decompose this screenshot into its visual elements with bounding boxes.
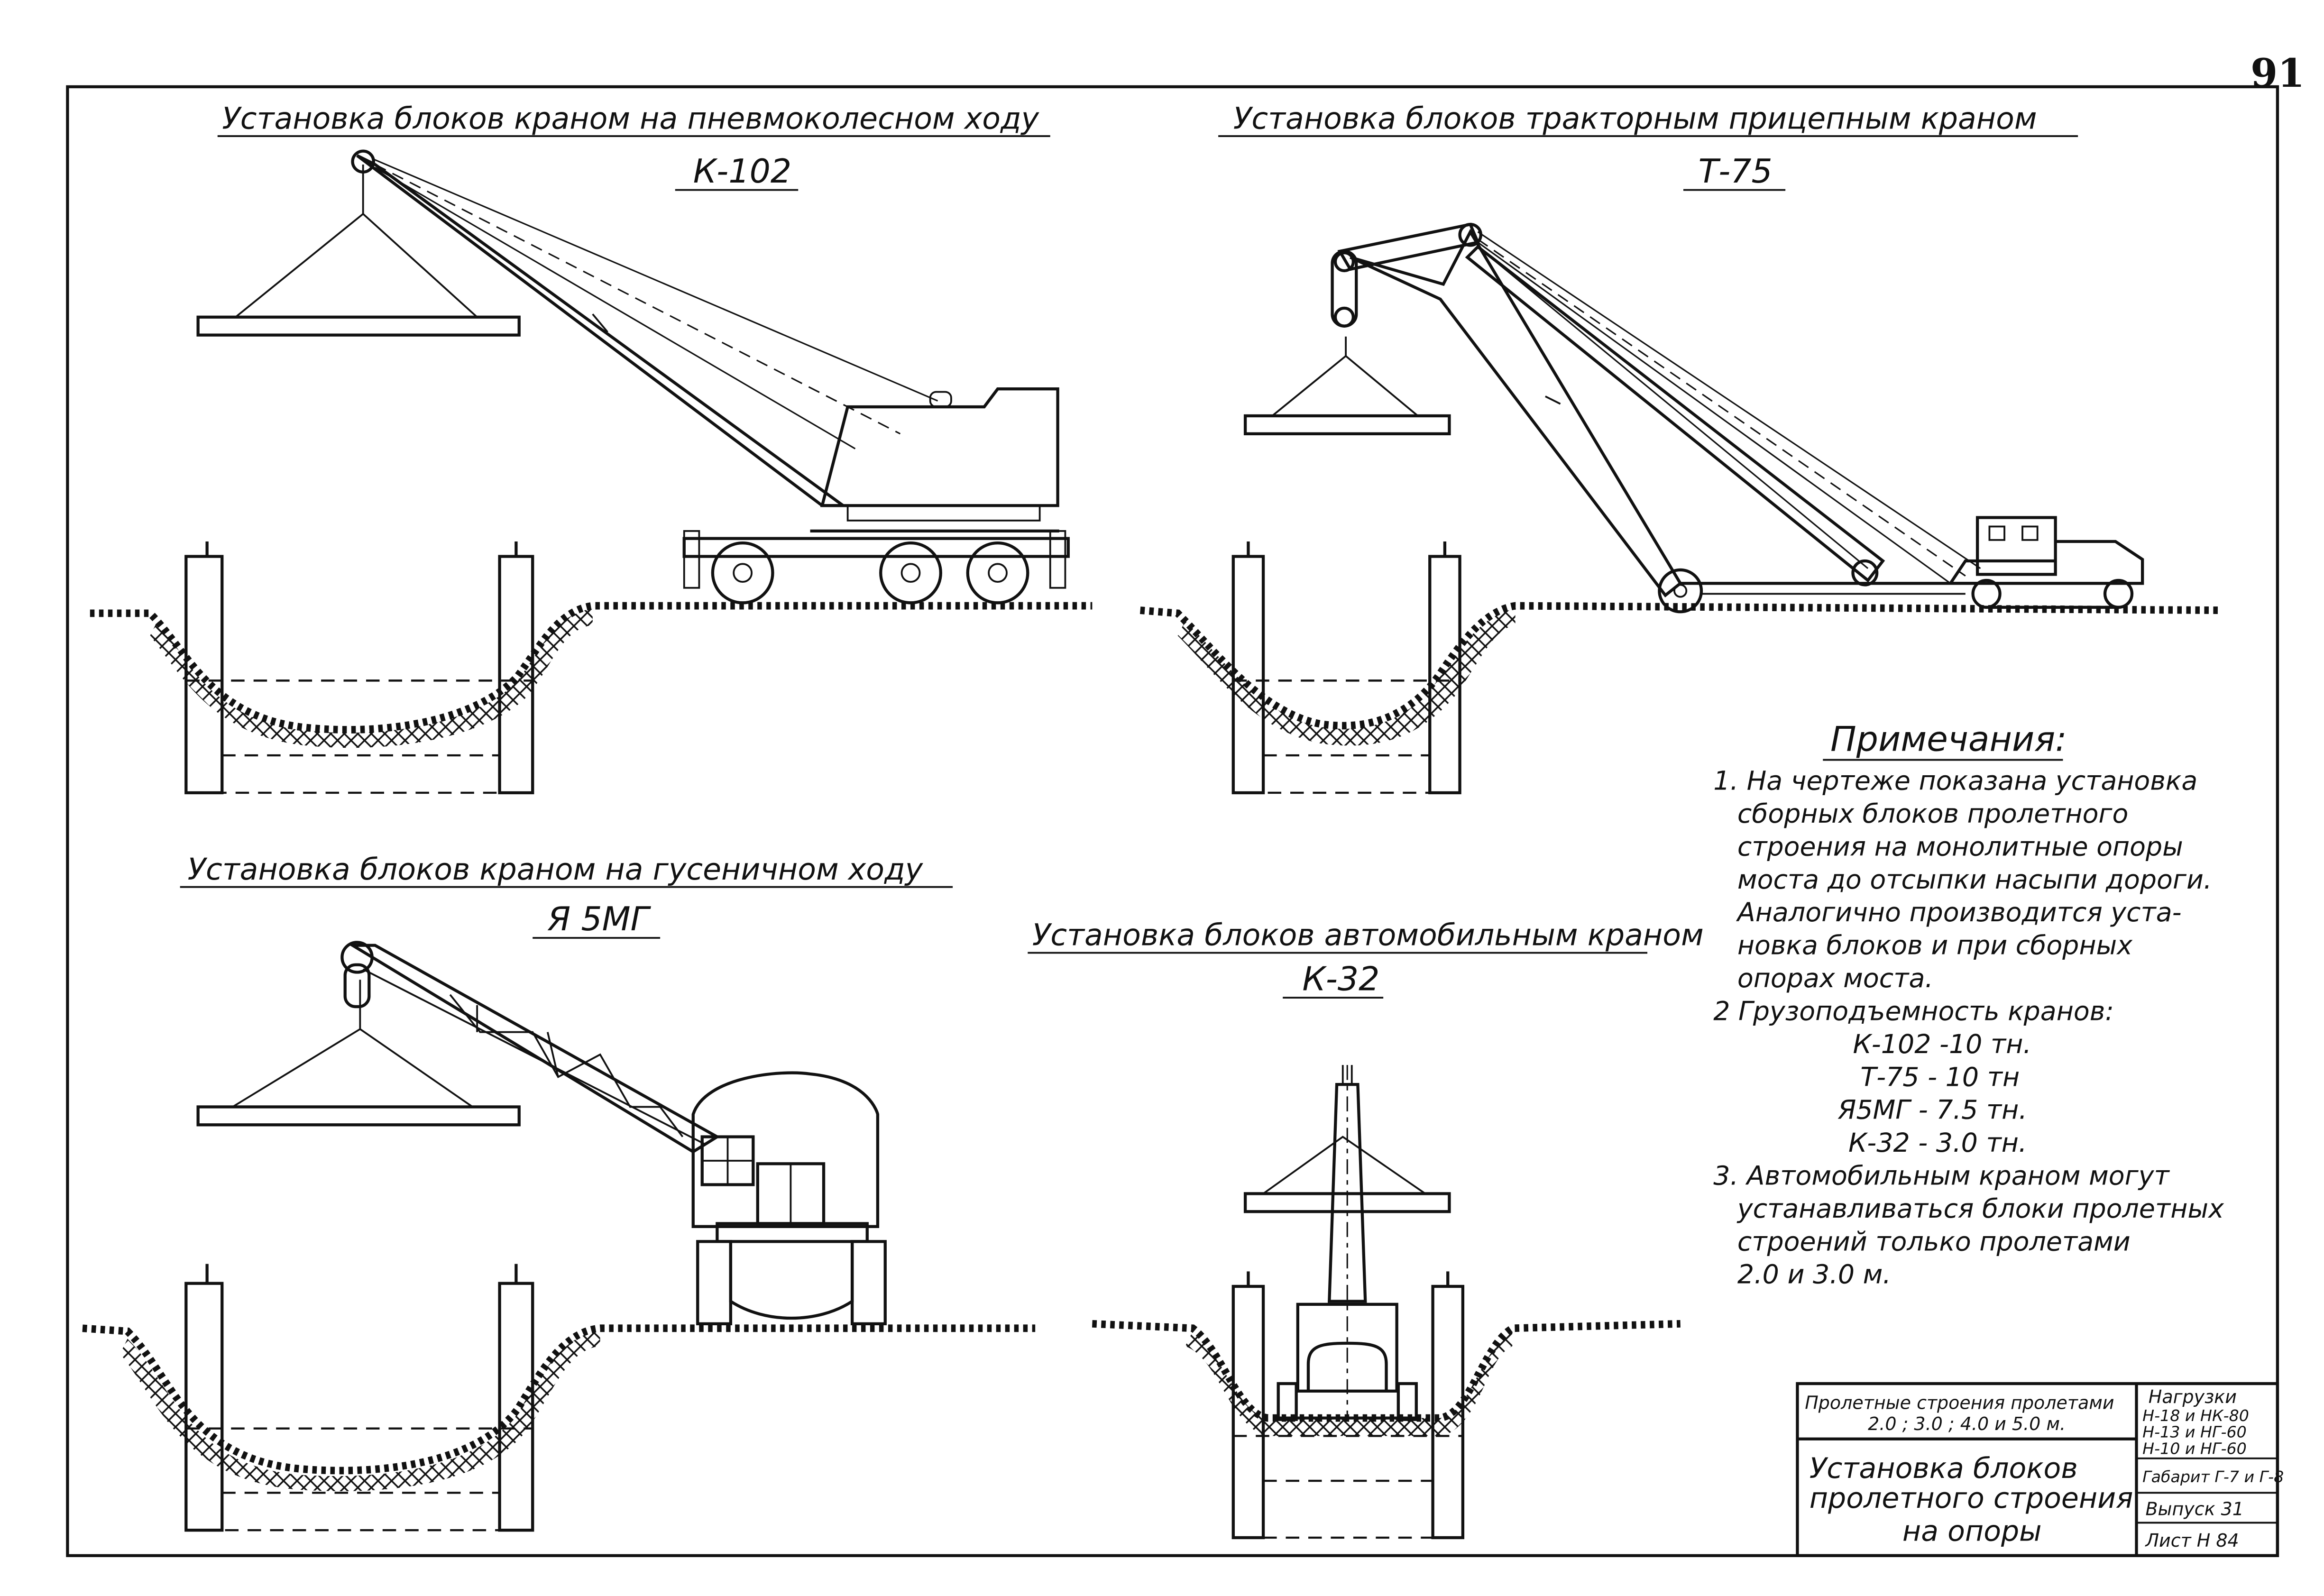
note-3-line-3: строений только пролетами <box>1737 1227 2131 1257</box>
cab-ya5mg <box>691 1071 880 1228</box>
span-block-t75 <box>1243 414 1451 435</box>
wheel-t75-trailer <box>1658 568 1703 614</box>
boom-k32 <box>1328 1082 1367 1303</box>
view-title-k32: Установка блоков автомобильным краном <box>1032 917 1704 953</box>
tb-loads-line4: Н-10 и НГ-60 <box>2142 1439 2247 1458</box>
tb-loads-line1: Нагрузки <box>2149 1386 2237 1407</box>
tb-loads-line3: Н-13 и НГ-60 <box>2142 1423 2247 1441</box>
notes-heading: Примечания: <box>1830 720 2067 760</box>
view-ya5mg: Установка блоков краном на гусеничном хо… <box>82 852 1036 1532</box>
title-block: Пролетные строения пролетами 2.0 ; 3.0 ;… <box>1796 1382 2284 1557</box>
tb-gauge: Габарит Г-7 и Г-8 <box>2142 1468 2284 1486</box>
view-k32: Установка блоков автомобильным краном К-… <box>1028 917 1704 1540</box>
note-2: 2 Грузоподъемность кранов: <box>1713 997 2114 1027</box>
wheel-k102-3 <box>966 541 1029 605</box>
pit-rubble <box>150 608 593 748</box>
note-1-line-2: сборных блоков пролетного <box>1737 799 2129 829</box>
cab-k102 <box>820 387 1059 507</box>
model-label-t75: Т-75 <box>1699 152 1773 191</box>
tb-spans-line1: Пролетные строения пролетами <box>1805 1393 2114 1413</box>
boom-ya5mg <box>347 944 720 1154</box>
capacity-k32: К-32 - 3.0 тн. <box>1848 1128 2027 1158</box>
sheet-frame <box>66 85 2279 1557</box>
tb-main-line2: пролетного строения <box>1810 1482 2133 1515</box>
abutment-left-3 <box>184 1282 224 1532</box>
boom-pulley-k102 <box>351 149 375 174</box>
tb-spans-line2: 2.0 ; 3.0 ; 4.0 и 5.0 м. <box>1868 1413 2066 1434</box>
boom-t75 <box>1350 229 1682 598</box>
wheel-k102-2 <box>879 541 942 605</box>
tb-sheet: Лист Н 84 <box>2144 1530 2239 1551</box>
ground-line-3 <box>82 1324 1036 1475</box>
foundation-outline <box>185 679 534 794</box>
span-block-k102 <box>196 315 521 337</box>
capacity-t75: Т-75 - 10 тн <box>1860 1062 2020 1092</box>
boom-k102 <box>356 154 848 507</box>
ground-line <box>90 602 1093 734</box>
track-right <box>850 1240 887 1326</box>
tractor-t75 <box>1975 516 2057 576</box>
capacity-k102: К-102 -10 тн. <box>1853 1029 2032 1060</box>
tb-loads-line2: Н-18 и НК-80 <box>2142 1406 2249 1425</box>
note-1-line-3: строения на монолитные опоры <box>1737 832 2183 862</box>
view-k102: Установка блоков краном на пневмоколесно… <box>90 101 1093 795</box>
note-3-line-4: 2.0 и 3.0 м. <box>1737 1260 1891 1290</box>
wheel-k102-1 <box>711 541 774 605</box>
note-1-line-5: Аналогично производится уста- <box>1736 898 2182 928</box>
ground-line-2 <box>1139 602 2221 730</box>
view-title-k102: Установка блоков краном на пневмоколесно… <box>222 101 1039 136</box>
note-3-line-2: устанавливаться блоки пролетных <box>1736 1194 2224 1224</box>
model-label-k32: К-32 <box>1302 960 1379 998</box>
note-1-line-4: моста до отсыпки насыпи дороги. <box>1737 865 2212 895</box>
tb-main-line1: Установка блоков <box>1810 1452 2078 1485</box>
model-label-k102: К-102 <box>693 152 791 191</box>
capacity-ya5mg: Я5МГ - 7.5 тн. <box>1837 1095 2027 1126</box>
notes: Примечания: 1. На чертеже показана устан… <box>1713 720 2224 1290</box>
view-title-ya5mg: Установка блоков краном на гусеничном хо… <box>187 852 923 887</box>
note-1-line-7: опорах моста. <box>1737 963 1933 994</box>
model-label-ya5mg: Я 5МГ <box>547 900 652 938</box>
sheet-number: 91 <box>2251 51 2305 96</box>
span-block-ya5mg <box>196 1105 521 1127</box>
view-t75: Установка блоков тракторным прицепным кр… <box>1139 101 2221 795</box>
pit-rubble-3 <box>120 1331 600 1491</box>
tb-main-line3: на опоры <box>1902 1514 2042 1548</box>
abutment-left-2 <box>1231 555 1265 795</box>
view-title-t75: Установка блоков тракторным прицепным кр… <box>1233 101 2037 136</box>
note-1-line-6: новка блоков и при сборных <box>1737 931 2133 961</box>
truck-cab-k32 <box>1296 1302 1398 1393</box>
track-left <box>696 1240 733 1326</box>
note-1-line-1: 1. На чертеже показана установка <box>1713 766 2197 797</box>
note-3-line-1: 3. Автомобильным краном могут <box>1713 1161 2170 1192</box>
tb-issue: Выпуск 31 <box>2145 1499 2243 1520</box>
